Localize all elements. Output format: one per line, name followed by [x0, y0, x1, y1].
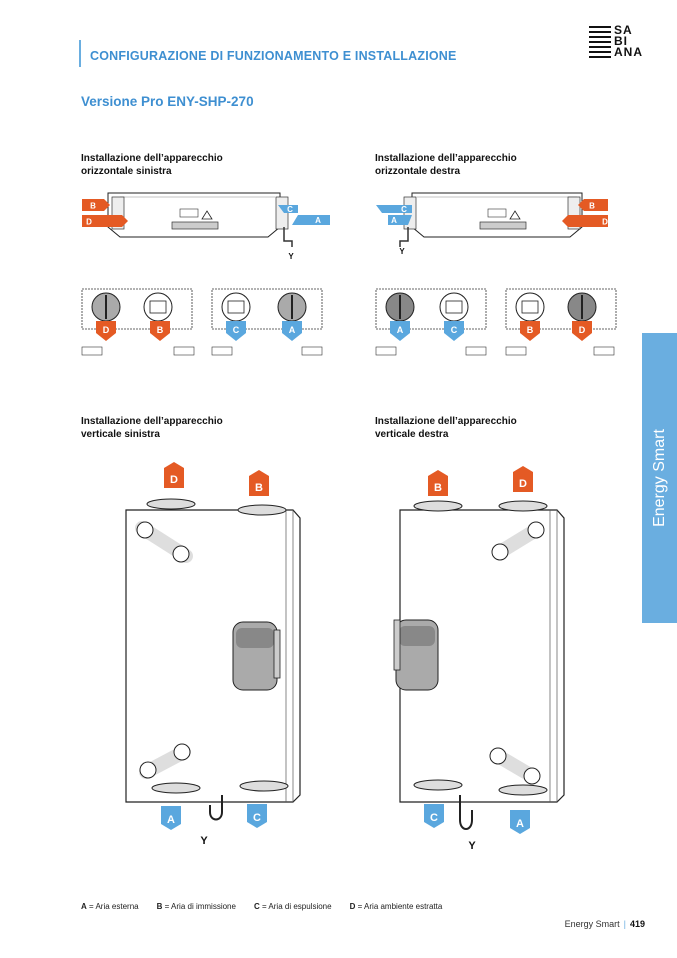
top-view-left-2: C A [211, 288, 323, 356]
marker-d: D [519, 478, 527, 490]
marker-y: Y [399, 247, 405, 256]
marker-d: D [579, 325, 586, 335]
page-number: 419 [629, 919, 645, 929]
marker-a: A [397, 325, 404, 335]
marker-b: B [255, 482, 263, 494]
legend-item-a: A = Aria esterna [81, 902, 139, 911]
horizontal-left-diagram: B D C A Y [82, 192, 330, 261]
marker-b: B [527, 325, 534, 335]
marker-a: A [315, 216, 321, 225]
legend-item-b: B = Aria di immissione [156, 902, 236, 911]
logo-line-1: SA [614, 23, 633, 37]
legend-item-d: D = Aria ambiente estratta [349, 902, 443, 911]
side-tab-label: Energy Smart [650, 429, 668, 527]
vertical-left-diagram: D B A C Y [125, 462, 301, 847]
marker-c: C [401, 205, 407, 214]
logo-line-2: BI [614, 34, 628, 48]
marker-c: C [430, 812, 438, 824]
logo-line-3: ANA [614, 45, 643, 59]
side-tab: Energy Smart [642, 333, 677, 623]
marker-b: B [589, 202, 595, 211]
marker-c: C [287, 205, 293, 214]
marker-a: A [391, 216, 397, 225]
marker-b: B [434, 482, 442, 494]
page-title: CONFIGURAZIONE DI FUNZIONAMENTO E INSTAL… [90, 49, 457, 63]
header-rule [79, 40, 81, 67]
marker-a: A [516, 818, 524, 830]
marker-d: D [103, 325, 110, 335]
marker-d: D [170, 474, 178, 486]
marker-y: Y [200, 835, 208, 847]
footer-brand: Energy Smart [564, 919, 620, 929]
marker-c: C [233, 325, 240, 335]
marker-d: D [602, 218, 608, 227]
marker-c: C [451, 325, 458, 335]
page-footer: Energy Smart|419 [564, 919, 645, 929]
brand-logo: SA BI ANA [589, 23, 649, 62]
model-subtitle: Versione Pro ENY-SHP-270 [81, 94, 254, 109]
marker-a: A [289, 325, 296, 335]
top-view-left-1: D B [81, 288, 195, 356]
horizontal-right-diagram: C A B D Y [376, 192, 608, 256]
top-view-right-2: B D [505, 288, 617, 356]
legend: A = Aria esterna B = Aria di immissione … [81, 902, 460, 911]
marker-a: A [167, 814, 175, 826]
marker-y: Y [288, 252, 294, 261]
marker-b: B [90, 202, 96, 211]
marker-b: B [157, 325, 164, 335]
legend-item-c: C = Aria di espulsione [253, 902, 332, 911]
marker-d: D [86, 218, 92, 227]
marker-c: C [253, 812, 261, 824]
vertical-right-diagram: B D C A Y [393, 466, 565, 852]
top-view-right-1: A C [375, 288, 487, 356]
marker-y: Y [468, 840, 476, 852]
